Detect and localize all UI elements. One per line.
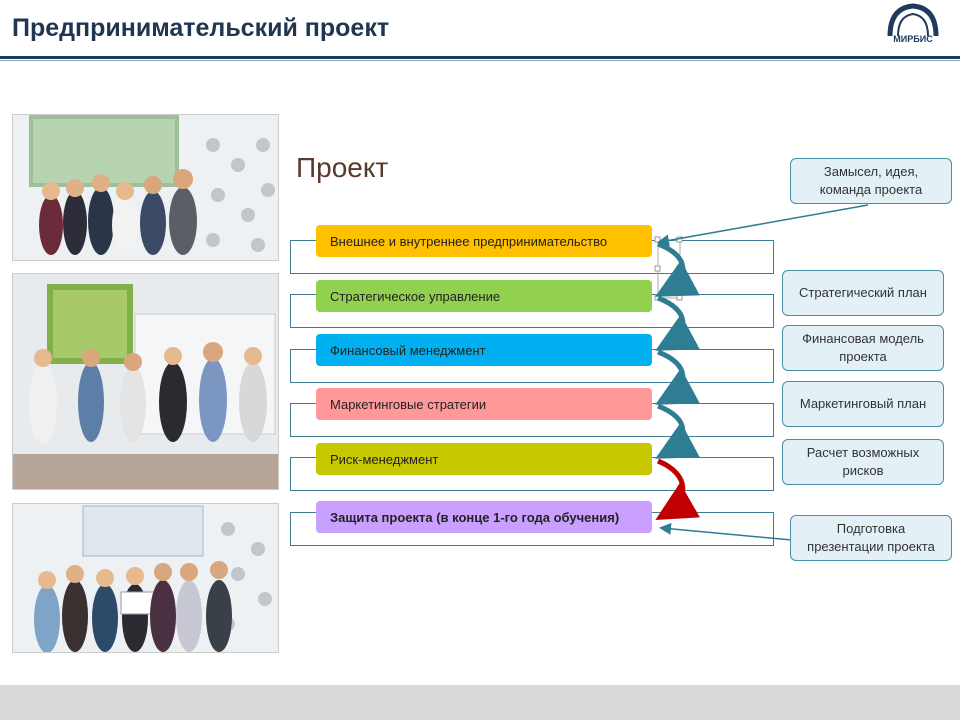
bar-strategic-management: Стратегическое управление bbox=[316, 280, 652, 312]
bar-risk-management: Риск-менеджмент bbox=[316, 443, 652, 475]
outcome-idea-team: Замысел, идея, команда проекта bbox=[790, 158, 952, 204]
header-divider-thin bbox=[0, 60, 960, 61]
photo-group-3 bbox=[12, 503, 279, 653]
photo-group-1 bbox=[12, 114, 279, 261]
page-title: Предпринимательский проект bbox=[12, 14, 390, 42]
logo-text: МИРБИС bbox=[893, 34, 933, 44]
bar-project-defense: Защита проекта (в конце 1-го года обучен… bbox=[316, 501, 652, 533]
mirbis-logo-icon bbox=[887, 3, 939, 37]
outcome-strategic-plan: Стратегический план bbox=[782, 270, 944, 316]
outcome-marketing-plan: Маркетинговый план bbox=[782, 381, 944, 427]
footer-bar bbox=[0, 685, 960, 720]
outcome-risk-calc: Расчет возможных рисков bbox=[782, 439, 944, 485]
outcome-presentation: Подготовка презентации проекта bbox=[790, 515, 952, 561]
photo-group-2 bbox=[12, 273, 279, 490]
bar-entrepreneurship: Внешнее и внутреннее предпринимательство bbox=[316, 225, 652, 257]
header-divider bbox=[0, 56, 960, 59]
bar-financial-management: Финансовый менеджмент bbox=[316, 334, 652, 366]
bar-marketing-strategies: Маркетинговые стратегии bbox=[316, 388, 652, 420]
diagram-title: Проект bbox=[296, 152, 389, 183]
outcome-financial-model: Финансовая модель проекта bbox=[782, 325, 944, 371]
